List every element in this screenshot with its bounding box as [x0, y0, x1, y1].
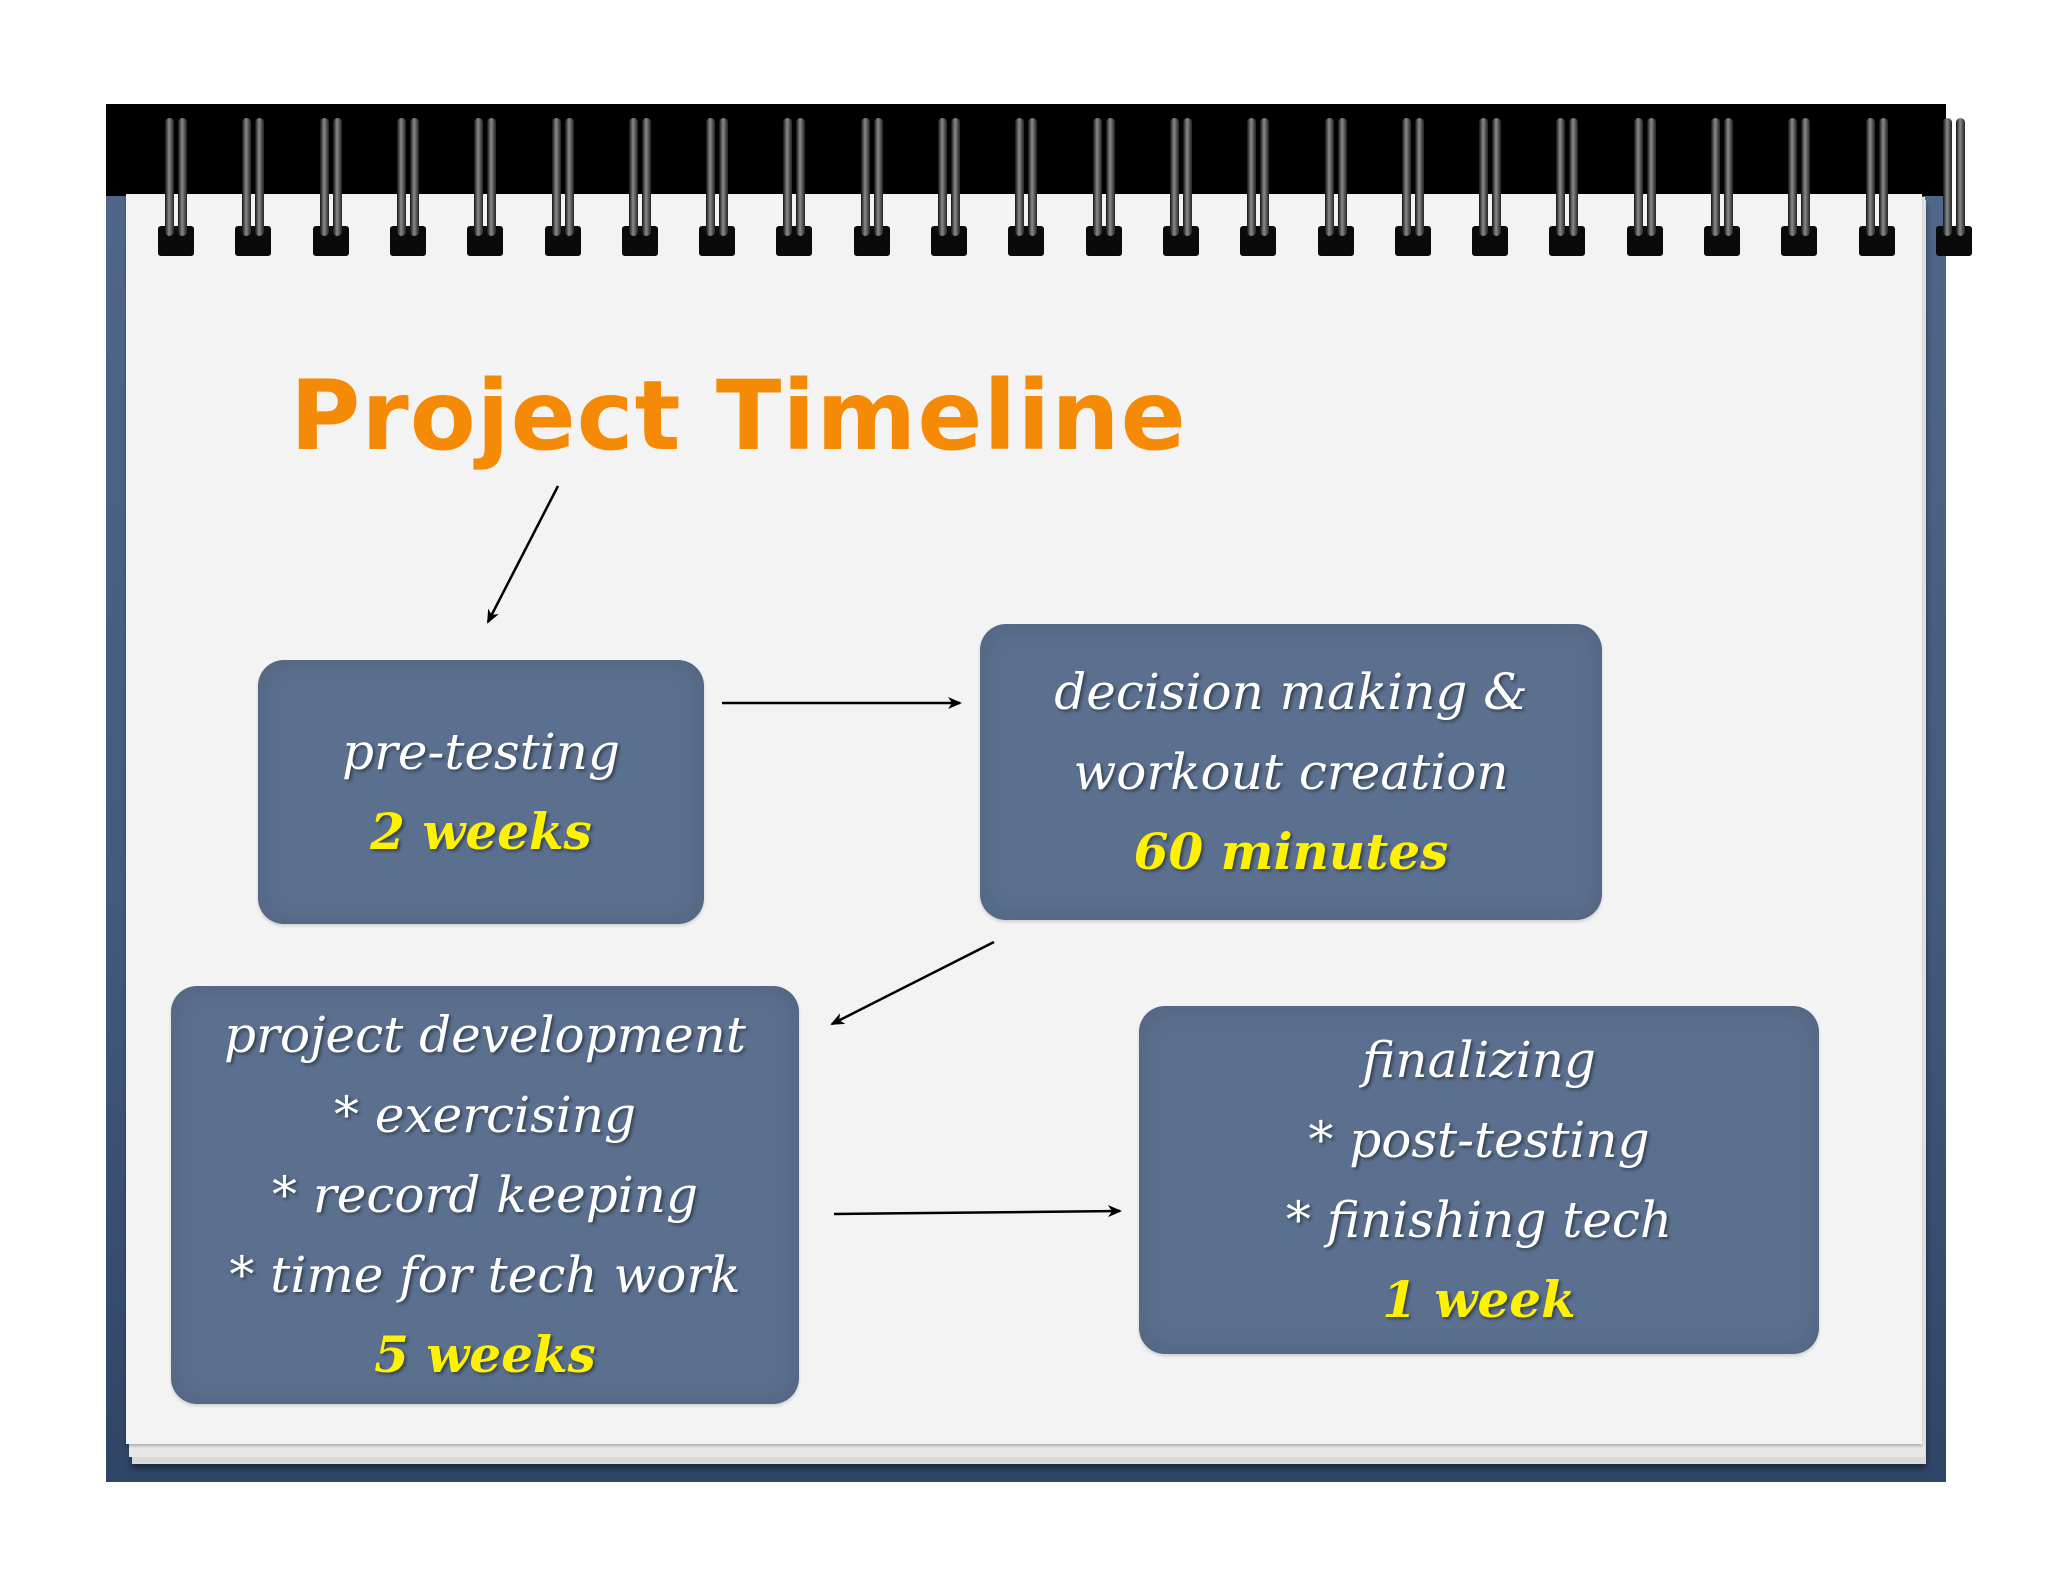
binding-strip	[106, 104, 1946, 196]
step-label: finalizing	[1362, 1031, 1596, 1089]
step-duration: 2 weeks	[370, 802, 592, 861]
step-label: workout creation	[1073, 743, 1509, 801]
step-label: decision making &	[1054, 663, 1528, 721]
step-finalizing: finalizing * post-testing * finishing te…	[1139, 1006, 1819, 1354]
step-duration: 5 weeks	[374, 1325, 596, 1384]
page-title: Project Timeline	[290, 360, 1187, 472]
step-subitem: * post-testing	[1308, 1111, 1650, 1169]
step-label: project development	[224, 1006, 746, 1064]
step-subitem: * time for tech work	[229, 1246, 741, 1304]
step-subitem: * record keeping	[272, 1166, 698, 1224]
step-decision-making: decision making & workout creation 60 mi…	[980, 624, 1602, 920]
step-project-development: project development * exercising * recor…	[171, 986, 799, 1404]
step-label: pre-testing	[341, 723, 621, 781]
step-subitem: * finishing tech	[1285, 1191, 1673, 1249]
step-pre-testing: pre-testing 2 weeks	[258, 660, 704, 924]
step-duration: 1 week	[1382, 1270, 1576, 1329]
step-duration: 60 minutes	[1133, 822, 1449, 881]
step-subitem: * exercising	[333, 1086, 637, 1144]
